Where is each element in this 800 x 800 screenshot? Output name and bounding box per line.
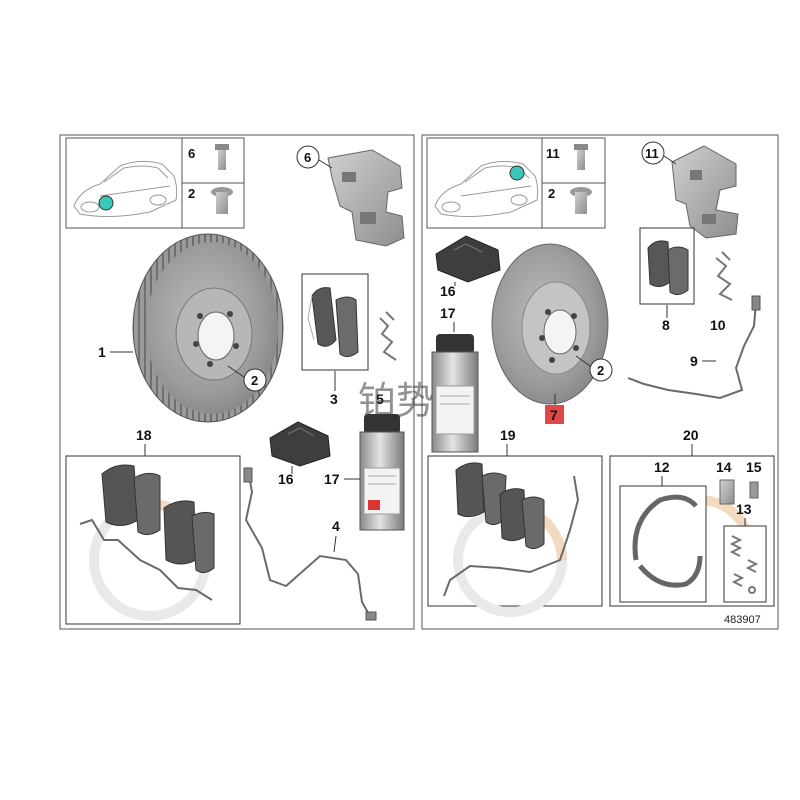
callout-spray: 17 <box>440 305 456 321</box>
callout-shoe-kit: 20 <box>683 427 699 443</box>
adjuster-icon <box>719 479 735 505</box>
wear-sensor-icon <box>627 295 761 400</box>
inset-number-2: 2 <box>548 186 555 201</box>
grease-packet-icon <box>269 421 331 467</box>
inset-number-2: 2 <box>188 186 195 201</box>
disc-screw-icon <box>570 187 592 214</box>
caliper-bolt-icon <box>215 144 229 170</box>
callout-grease: 16 <box>440 283 456 299</box>
watermark-text: 铂势 <box>358 379 434 423</box>
grease-packet-icon <box>435 235 501 283</box>
callout-fitting: 15 <box>746 459 762 475</box>
callout-sensor: 9 <box>690 353 698 369</box>
callout-caliper: 11 <box>645 146 659 161</box>
diagram-reference-number: 483907 <box>724 614 761 626</box>
spray-can-icon <box>359 414 405 531</box>
callout-caliper: 6 <box>304 150 311 165</box>
kit-sensor-icon <box>443 475 580 597</box>
pad-kit-box <box>427 455 603 617</box>
spring-clip-icon <box>379 311 397 361</box>
callout-pads: 8 <box>662 317 670 333</box>
callout-disc: 1 <box>98 344 106 360</box>
callout-disc: 7 <box>550 407 558 423</box>
callout-clip: 5 <box>376 391 384 407</box>
callout-shoes: 12 <box>654 459 670 475</box>
left-location-inset: 6 2 <box>65 137 245 229</box>
inset-number-6: 6 <box>188 146 195 161</box>
callout-adjuster: 14 <box>716 459 732 475</box>
callout-spray: 17 <box>324 471 340 487</box>
highlight-disc-badge <box>545 405 564 424</box>
left-panel: 6 2 6 <box>59 134 415 630</box>
callout-pads: 3 <box>330 391 338 407</box>
brake-shoes-icon <box>632 494 703 588</box>
callout-disc-bolt: 2 <box>597 363 604 378</box>
kit-pads-icon <box>101 464 215 574</box>
callout-disc-bolt: 2 <box>251 373 258 388</box>
caliper-carrier-icon <box>327 149 405 247</box>
brake-pads-group <box>639 227 695 305</box>
kit-pads-icon <box>455 462 545 550</box>
spring-clip-icon <box>715 251 733 301</box>
callout-grease: 16 <box>278 471 294 487</box>
spray-can-icon: 17 <box>431 305 479 453</box>
rear-wheel-location-marker <box>509 165 525 181</box>
pad-kit-box <box>65 455 241 625</box>
kit-sensor-icon <box>79 518 213 601</box>
right-location-inset: 11 2 <box>426 137 606 229</box>
spring-kit-icon <box>729 535 759 594</box>
brake-pad-icon <box>647 240 689 296</box>
car-silhouette-icon <box>73 160 178 218</box>
brake-disc-icon <box>132 233 284 423</box>
caliper-bolt-icon <box>574 144 588 170</box>
front-wheel-location-marker <box>98 195 114 211</box>
callout-clip: 10 <box>710 317 726 333</box>
brake-pads-group <box>301 273 369 371</box>
callout-spring-kit: 13 <box>736 501 752 517</box>
callout-pad-kit: 19 <box>500 427 516 443</box>
fitting-icon <box>749 481 759 499</box>
caliper-carrier-icon <box>671 145 739 239</box>
disc-screw-icon <box>211 187 233 214</box>
brake-disc-icon <box>491 243 609 405</box>
brake-pad-icon <box>307 287 359 358</box>
callout-sensor: 4 <box>332 518 340 534</box>
right-panel: 11 2 11 16 17 <box>421 134 779 630</box>
callout-kit: 18 <box>136 427 152 443</box>
shoe-kit-box: 12 14 15 13 <box>609 455 775 607</box>
wear-sensor-icon <box>243 467 377 621</box>
inset-number-11: 11 <box>546 146 560 161</box>
